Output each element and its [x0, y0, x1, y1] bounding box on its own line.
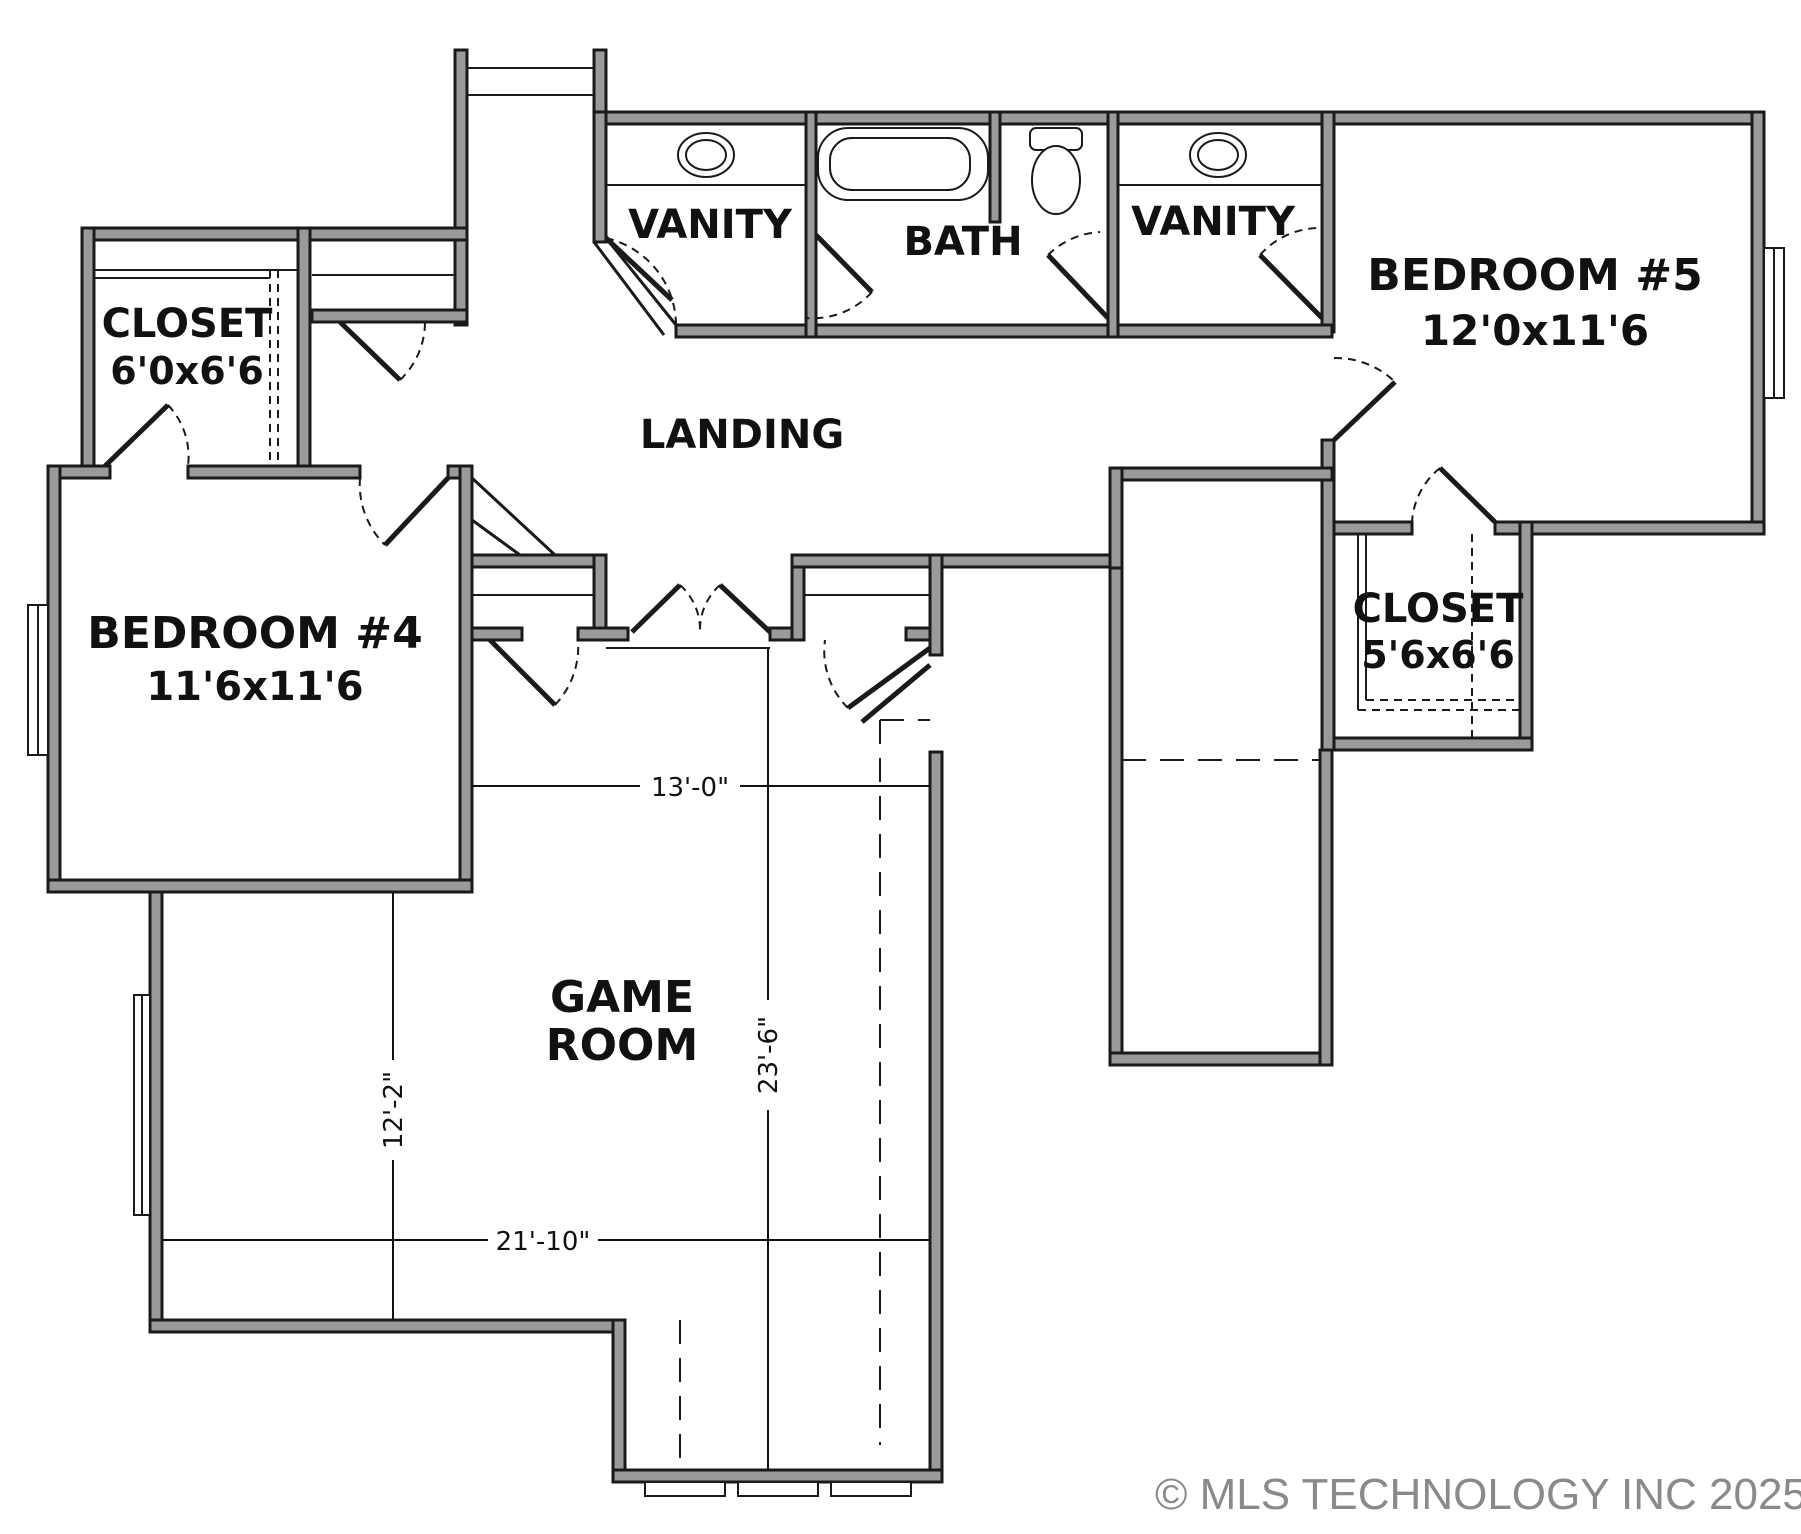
bedroom4-name: BEDROOM #4 [87, 608, 422, 659]
copyright-text: © MLS TECHNOLOGY INC 2025 [1155, 1470, 1801, 1519]
closet-right-name: CLOSET [1353, 586, 1525, 632]
wall-bath-bottom [674, 323, 1334, 339]
walls [46, 48, 1766, 1484]
window-bay-3 [830, 1481, 912, 1497]
windows [27, 247, 1785, 1497]
wall-right-bed4 [458, 464, 474, 894]
vanity-left-label: VANITY [628, 202, 793, 248]
wall-right-game [928, 750, 944, 1484]
labels: CLOSET 6'0x6'6 BEDROOM #4 11'6x11'6 LAND… [87, 199, 1702, 1257]
wall-left-bed4 [46, 464, 62, 894]
bath-label: BATH [903, 219, 1022, 265]
closet-left-size: 6'0x6'6 [110, 349, 264, 393]
dim-width-upper: 13'-0" [651, 773, 729, 803]
wall-left-game [148, 890, 164, 1334]
closet-left-name: CLOSET [102, 301, 274, 347]
game-room-line2: ROOM [546, 1020, 698, 1071]
wall-bottom-bed5 [1493, 520, 1766, 536]
game-room-line1: GAME [550, 972, 694, 1023]
closet-right-size: 5'6x6'6 [1361, 633, 1515, 677]
vanity-right-label: VANITY [1131, 199, 1296, 245]
wall-top-bath [592, 110, 1766, 126]
doors [103, 227, 1497, 724]
window-bay-1 [644, 1481, 726, 1497]
wall-left-bed5 [1320, 438, 1336, 752]
dim-height-left: 12'-2" [379, 1071, 409, 1149]
wall-bottom-game [148, 1318, 627, 1334]
wall-right-closet5 [1518, 520, 1534, 752]
dim-width-lower: 21'-10" [496, 1227, 591, 1257]
fixtures [677, 127, 1247, 215]
wall-top-closet4 [80, 226, 469, 242]
wall-stair-left [453, 48, 469, 327]
bedroom4-size: 11'6x11'6 [146, 664, 363, 710]
wall-bottom-closet5 [1320, 736, 1534, 752]
bedroom5-size: 12'0x11'6 [1421, 306, 1649, 355]
interior-lines [94, 184, 1520, 1470]
wall-bottom-bay [611, 1468, 944, 1484]
wall-right-bed5 [1750, 110, 1766, 536]
toilet-bowl-icon [1031, 145, 1081, 215]
landing-label: LANDING [640, 412, 844, 458]
dim-height-center: 23'-6" [754, 1016, 784, 1094]
bedroom5-name: BEDROOM #5 [1367, 250, 1702, 301]
window-bay-2 [737, 1481, 819, 1497]
wall-bottom-bed4 [46, 878, 474, 894]
